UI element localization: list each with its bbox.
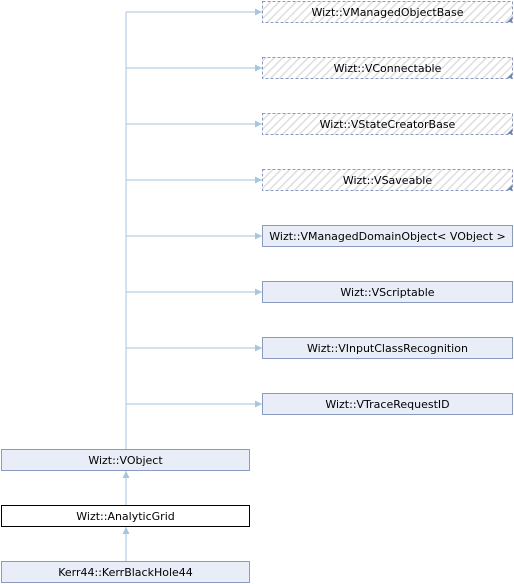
node-box xyxy=(1,505,250,527)
node-box xyxy=(1,449,250,471)
node-label: Wizt::AnalyticGrid xyxy=(76,510,175,523)
node-box xyxy=(262,393,513,415)
node-vsaveable[interactable]: Wizt::VSaveable xyxy=(262,169,513,191)
node-label: Wizt::VConnectable xyxy=(334,62,442,75)
node-label: Wizt::VManagedDomainObject< VObject > xyxy=(269,230,505,243)
node-label: Wizt::VStateCreatorBase xyxy=(320,118,456,131)
node-vmanagedobjectbase[interactable]: Wizt::VManagedObjectBase xyxy=(262,1,513,23)
node-box xyxy=(262,281,513,303)
node-box xyxy=(262,113,513,135)
node-box xyxy=(262,1,513,23)
node-box xyxy=(262,225,513,247)
node-label: Wizt::VInputClassRecognition xyxy=(307,342,468,355)
node-vscriptable[interactable]: Wizt::VScriptable xyxy=(262,281,513,303)
node-box xyxy=(1,561,250,583)
node-vconnectable[interactable]: Wizt::VConnectable xyxy=(262,57,513,79)
node-box xyxy=(262,57,513,79)
node-label: Wizt::VSaveable xyxy=(343,174,432,187)
node-label: Wizt::VScriptable xyxy=(340,286,434,299)
node-vmanageddomainobject[interactable]: Wizt::VManagedDomainObject< VObject > xyxy=(262,225,513,247)
node-vinputclassrecognition[interactable]: Wizt::VInputClassRecognition xyxy=(262,337,513,359)
node-vstatecreatorbase[interactable]: Wizt::VStateCreatorBase xyxy=(262,113,513,135)
node-label: Wizt::VManagedObjectBase xyxy=(311,6,463,19)
node-box xyxy=(262,169,513,191)
corner-marker xyxy=(507,185,512,190)
corner-marker xyxy=(507,129,512,134)
node-box xyxy=(262,337,513,359)
node-label: Wizt::VObject xyxy=(88,454,163,467)
node-label: Kerr44::KerrBlackHole44 xyxy=(58,566,193,579)
corner-marker xyxy=(507,17,512,22)
corner-marker xyxy=(507,73,512,78)
node-vobject[interactable]: Wizt::VObject xyxy=(1,449,250,471)
node-label: Wizt::VTraceRequestID xyxy=(325,398,449,411)
node-kerrblackhole44[interactable]: Kerr44::KerrBlackHole44 xyxy=(1,561,250,583)
node-analyticgrid[interactable]: Wizt::AnalyticGrid xyxy=(1,505,250,527)
node-vtracerequestid[interactable]: Wizt::VTraceRequestID xyxy=(262,393,513,415)
edges-layer xyxy=(122,8,262,561)
